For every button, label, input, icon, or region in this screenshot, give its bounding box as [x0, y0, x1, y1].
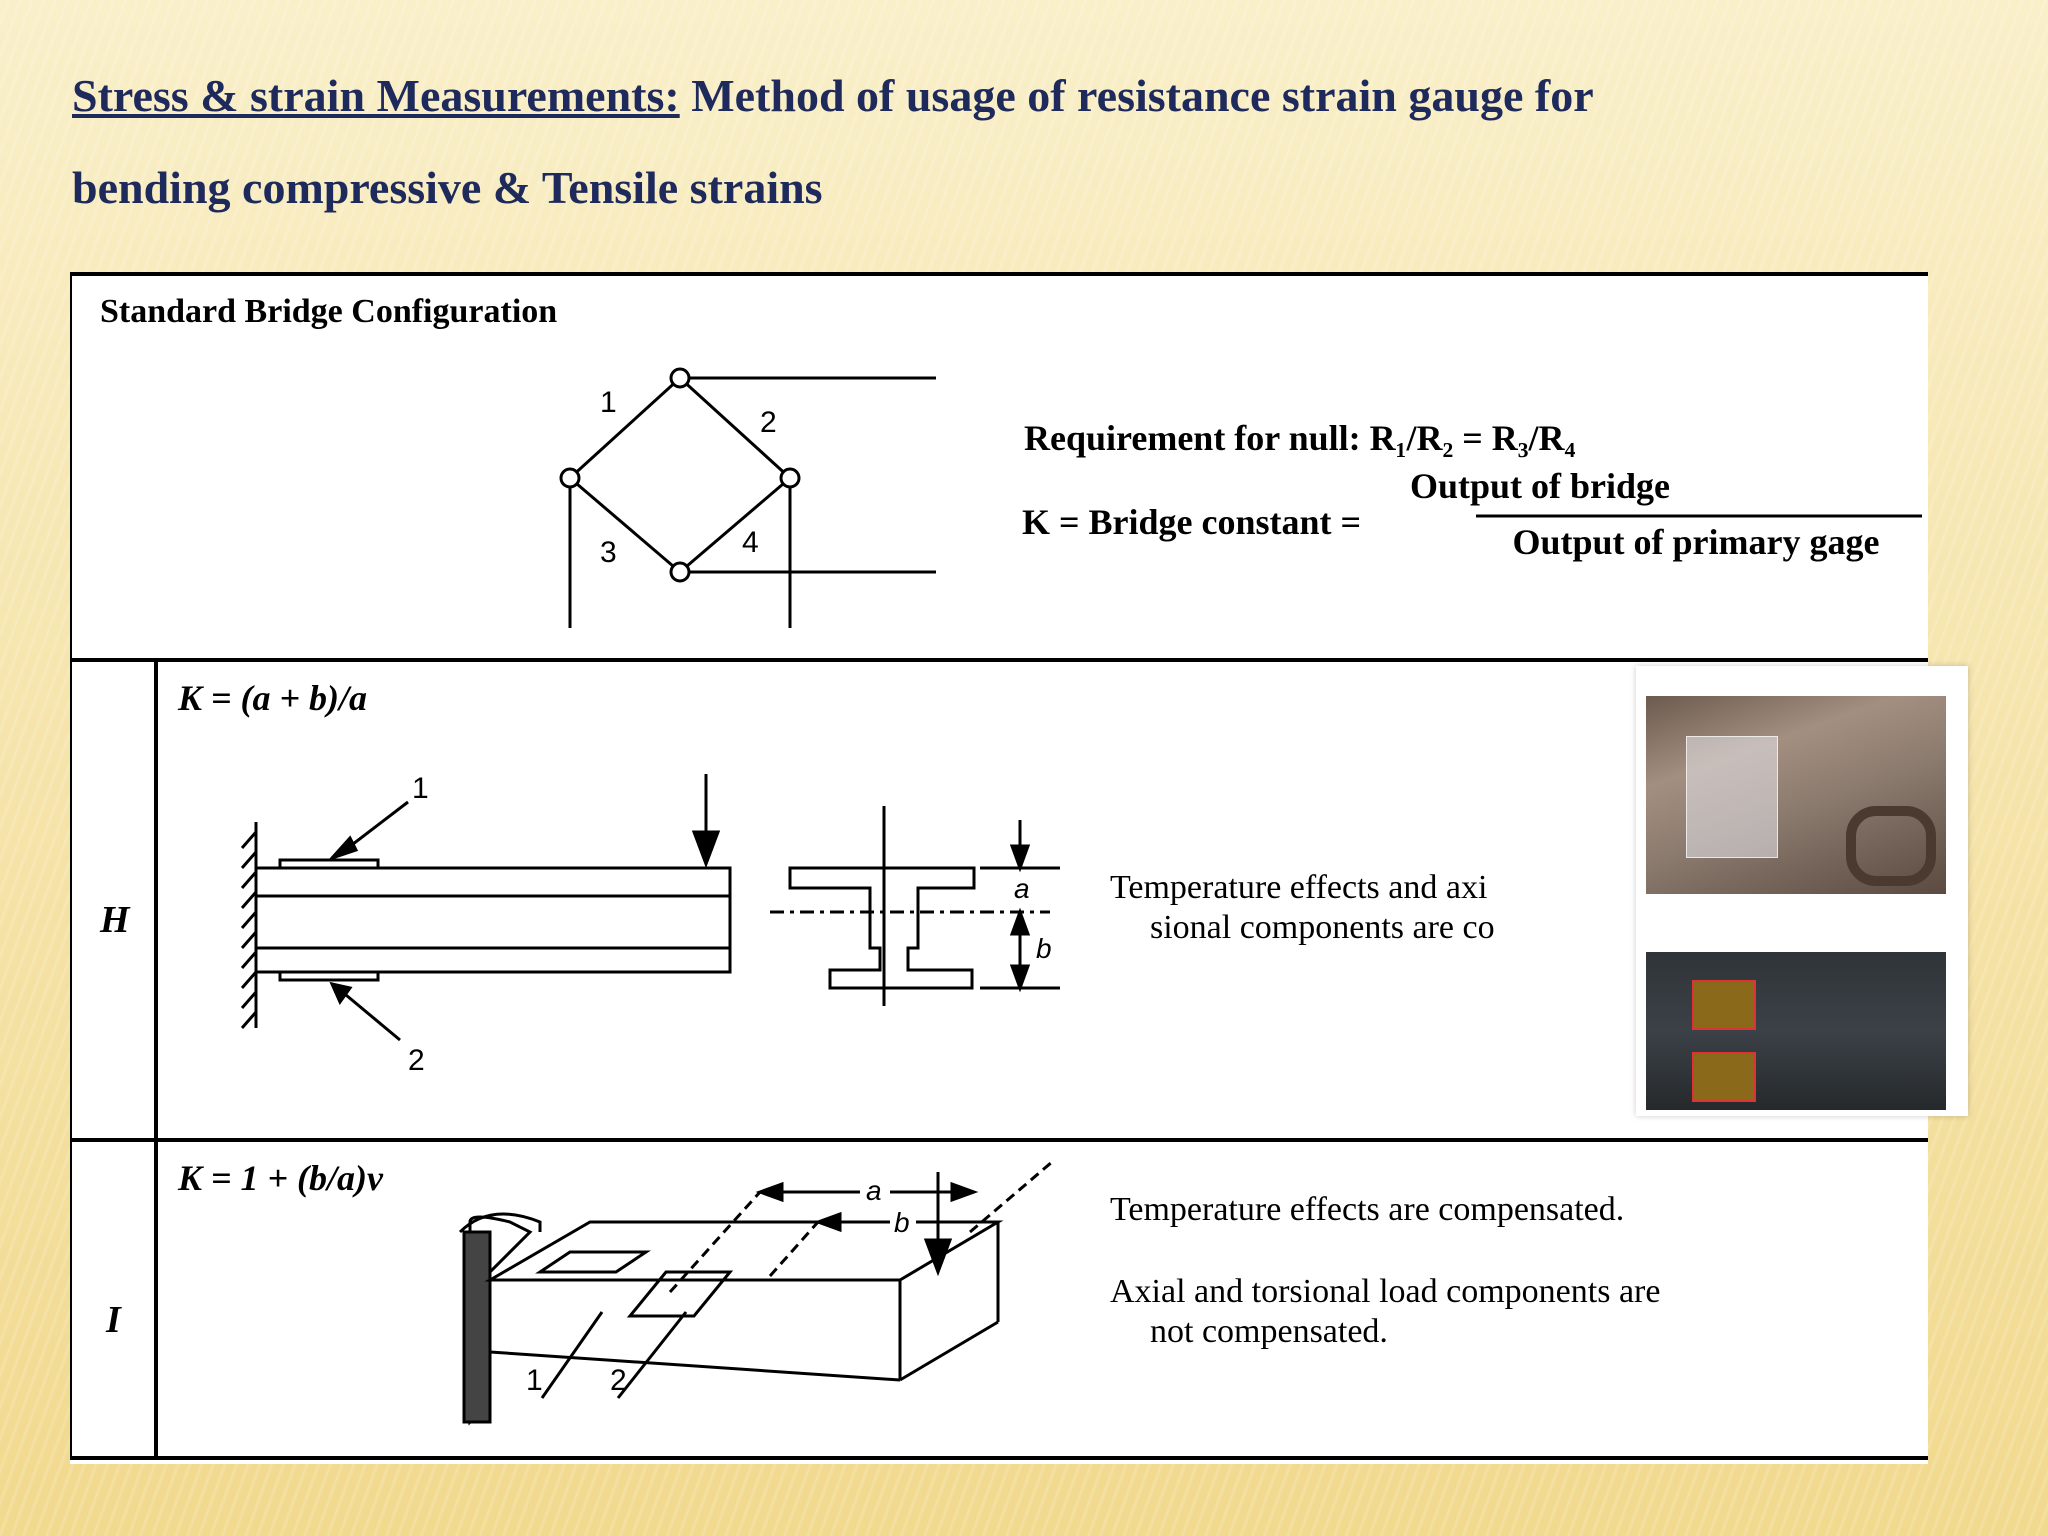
- gauge-label-2-h: 2: [408, 1044, 425, 1077]
- dim-b-label-bg: [890, 1212, 916, 1234]
- plate-beam-diagram: [458, 1160, 1053, 1426]
- row-i-text-line1: Temperature effects are compensated.: [1110, 1191, 1624, 1228]
- table-frame: [70, 272, 1928, 1460]
- bridge-label-3: 3: [600, 536, 617, 569]
- null-requirement: Requirement for null: R₁/R₂ = R₃/R₄: [1024, 418, 1576, 458]
- bridge-constant-numerator: Output of bridge: [1410, 466, 1670, 506]
- cantilever-beam-diagram: [240, 774, 732, 1042]
- foil-gauge-2: [1692, 1052, 1756, 1102]
- row-h-text-line1: Temperature effects and axi: [1110, 869, 1487, 906]
- row-label-h: H: [99, 899, 131, 941]
- bridge-table: Standard Bridge Configuration 1 2 3 4 Re…: [70, 272, 1928, 1464]
- dim-label-a-h: a: [1014, 873, 1030, 904]
- dim-a-label-bg: [860, 1182, 890, 1202]
- gauge-label-1-i: 1: [526, 1364, 543, 1397]
- row-h-text-line2: sional components are co: [1150, 909, 1495, 946]
- bridge-constant-label: K = Bridge constant =: [1022, 502, 1361, 542]
- foil-gauge-1: [1692, 980, 1756, 1030]
- page-title: Stress & strain Measurements: Method of …: [72, 50, 1972, 234]
- row-i-text-line3: not compensated.: [1150, 1313, 1388, 1350]
- photo-installed-gauge: [1646, 696, 1946, 894]
- dim-label-b-h: b: [1036, 933, 1052, 964]
- dim-label-b-i: b: [894, 1207, 910, 1238]
- dim-label-a-i: a: [866, 1175, 882, 1206]
- formula-h: K = (a + b)/a: [177, 678, 367, 718]
- table-header: Standard Bridge Configuration: [100, 293, 557, 330]
- bridge-diagram: [559, 367, 936, 628]
- gauge-patch: [1686, 736, 1778, 858]
- row-label-i: I: [105, 1299, 122, 1341]
- gauge-label-1-h: 1: [412, 772, 429, 805]
- bridge-constant-denominator: Output of primary gage: [1513, 522, 1880, 562]
- i-beam-section: [770, 806, 1060, 1006]
- row-i-text-line2: Axial and torsional load components are: [1110, 1273, 1660, 1310]
- photo-shaft-gauges: [1646, 952, 1946, 1110]
- formula-i: K = 1 + (b/a)ν: [177, 1158, 384, 1198]
- bridge-label-4: 4: [742, 526, 759, 559]
- bridge-label-1: 1: [600, 386, 617, 419]
- bridge-label-2: 2: [760, 406, 777, 439]
- strain-gauge-photo: [1636, 666, 1968, 1116]
- chain-link: [1846, 806, 1936, 886]
- title-rest: Method of usage of resistance strain gau…: [679, 70, 1594, 121]
- gauge-label-2-i: 2: [610, 1364, 627, 1397]
- title-line2: bending compressive & Tensile strains: [72, 162, 823, 213]
- title-underlined: Stress & strain Measurements:: [72, 70, 680, 121]
